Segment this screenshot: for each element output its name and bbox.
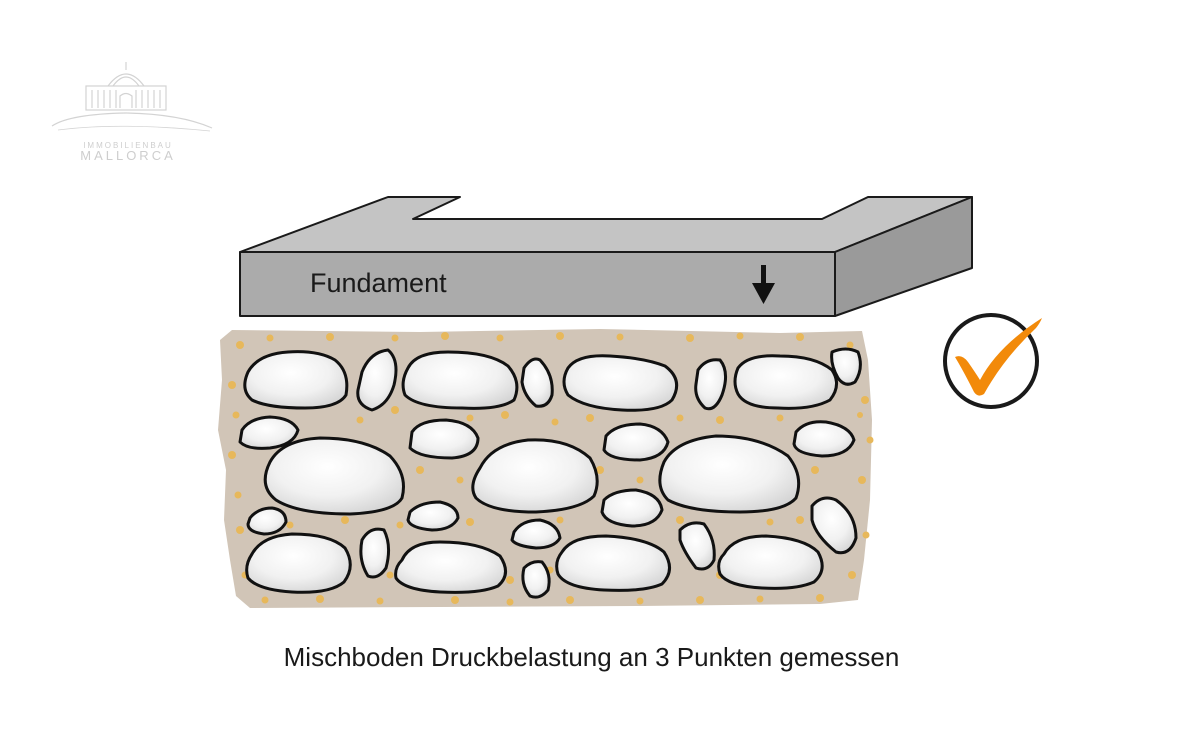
stone (408, 418, 480, 460)
foundation-label: Fundament (310, 268, 447, 298)
building-logo-icon (51, 62, 213, 132)
stone (600, 488, 664, 528)
foundation-front-face (239, 251, 836, 317)
stone (792, 420, 856, 458)
stone (246, 506, 288, 536)
stone (658, 434, 801, 514)
foundation-slab: Fundament (239, 196, 973, 317)
stone (521, 560, 551, 599)
checkmark-circle-icon (943, 313, 1042, 409)
stone (406, 500, 460, 532)
stone (694, 358, 727, 411)
stone (562, 354, 679, 412)
mixed-soil (218, 329, 874, 608)
stone (356, 348, 398, 412)
stone (245, 532, 352, 594)
stone (555, 534, 671, 592)
stone (717, 534, 824, 590)
stone (394, 540, 507, 594)
stone (830, 347, 862, 386)
stone (401, 350, 519, 410)
stone (238, 415, 300, 450)
stone (810, 496, 858, 555)
logo-line2: MALLORCA (80, 148, 176, 163)
stone (263, 436, 405, 516)
stone (520, 357, 554, 408)
company-logo: IMMOBILIENBAU MALLORCA (51, 62, 213, 163)
stone (733, 354, 838, 410)
stone (510, 518, 562, 550)
stone (678, 521, 716, 571)
stones (238, 347, 862, 599)
stone (602, 422, 670, 462)
logo-line1: IMMOBILIENBAU (83, 141, 173, 150)
stone (243, 350, 349, 410)
stone (471, 438, 599, 514)
diagram-caption: Mischboden Druckbelastung an 3 Punkten g… (283, 642, 900, 672)
down-arrow-icon (752, 265, 775, 304)
stone (359, 527, 391, 579)
